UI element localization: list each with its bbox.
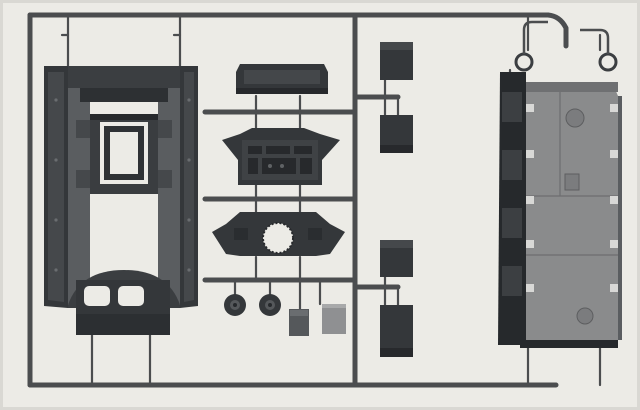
part-small-plates bbox=[289, 304, 346, 336]
part-wheel-hub-left bbox=[224, 294, 246, 316]
part-turret-ring-plate bbox=[212, 212, 345, 256]
part-box-lid bbox=[236, 64, 328, 94]
part-stowage-box-bottom bbox=[380, 240, 413, 357]
upper-hull-panel bbox=[498, 20, 622, 348]
lower-hull-tub bbox=[44, 66, 198, 335]
part-stowage-box-top bbox=[380, 42, 413, 153]
part-engine-deck bbox=[222, 128, 340, 185]
runner-frame bbox=[27, 12, 569, 388]
hull-front-plate bbox=[68, 66, 180, 88]
runner-top-right-hook bbox=[545, 12, 569, 49]
part-wheel-hub-right bbox=[259, 294, 281, 316]
hull-deck bbox=[526, 82, 618, 340]
